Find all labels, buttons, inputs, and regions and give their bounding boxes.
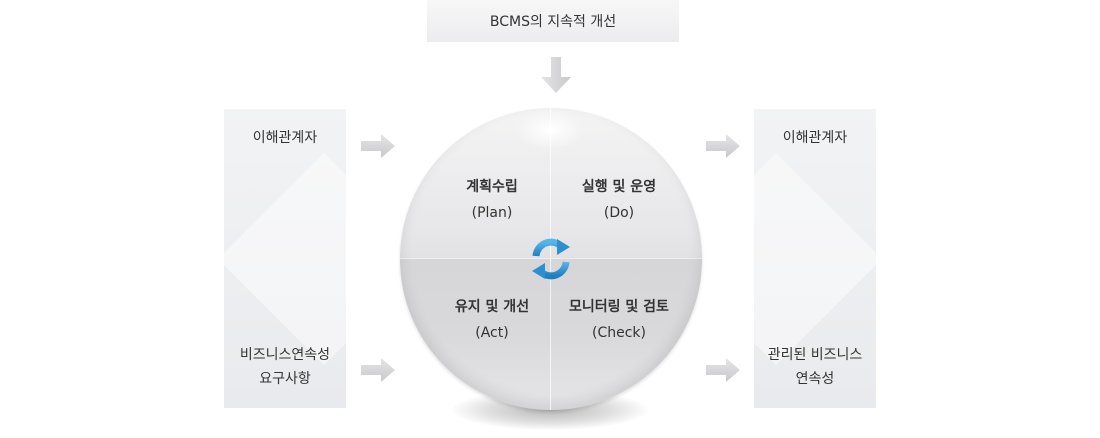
plan-title: 계획수립 [466, 179, 518, 195]
panel-decoration [224, 152, 346, 366]
right-output-panel: 이해관계자 관리된 비즈니스 연속성 [754, 109, 876, 408]
pdca-cycle: 계획수립 (Plan) 실행 및 운영 (Do) 유지 및 개선 (Act) 모… [400, 108, 702, 438]
plan-sub: (Plan) [471, 205, 513, 221]
quadrant-divider-horizontal [400, 258, 702, 259]
panel-decoration [754, 152, 876, 366]
check-sub: (Check) [592, 325, 646, 341]
quadrant-divider-vertical [550, 108, 551, 410]
quadrant-check: 모니터링 및 검토 (Check) [544, 294, 694, 346]
arrow-right-icon [361, 358, 395, 382]
refresh-cycle-icon [532, 238, 570, 280]
arrow-right-icon [706, 358, 740, 382]
act-sub: (Act) [475, 325, 509, 341]
right-bottom-label: 관리된 비즈니스 연속성 [767, 347, 863, 387]
left-top-label: 이해관계자 [252, 130, 318, 146]
act-title: 유지 및 개선 [454, 299, 530, 315]
quadrant-do: 실행 및 운영 (Do) [544, 174, 694, 226]
quadrant-plan: 계획수립 (Plan) [417, 174, 567, 226]
arrow-right-icon [706, 134, 740, 158]
arrow-down-icon [541, 57, 571, 93]
bcms-improvement-label: BCMS의 지속적 개선 [489, 14, 617, 30]
do-sub: (Do) [603, 205, 635, 221]
right-top-label: 이해관계자 [782, 130, 848, 146]
quadrant-act: 유지 및 개선 (Act) [417, 294, 567, 346]
check-title: 모니터링 및 검토 [569, 299, 669, 315]
do-title: 실행 및 운영 [581, 179, 657, 195]
arrow-right-icon [361, 134, 395, 158]
bcms-improvement-box: BCMS의 지속적 개선 [427, 0, 679, 42]
pdca-sphere: 계획수립 (Plan) 실행 및 운영 (Do) 유지 및 개선 (Act) 모… [400, 108, 702, 410]
left-input-panel: 이해관계자 비즈니스연속성 요구사항 [224, 109, 346, 408]
left-bottom-label: 비즈니스연속성 요구사항 [239, 347, 331, 387]
